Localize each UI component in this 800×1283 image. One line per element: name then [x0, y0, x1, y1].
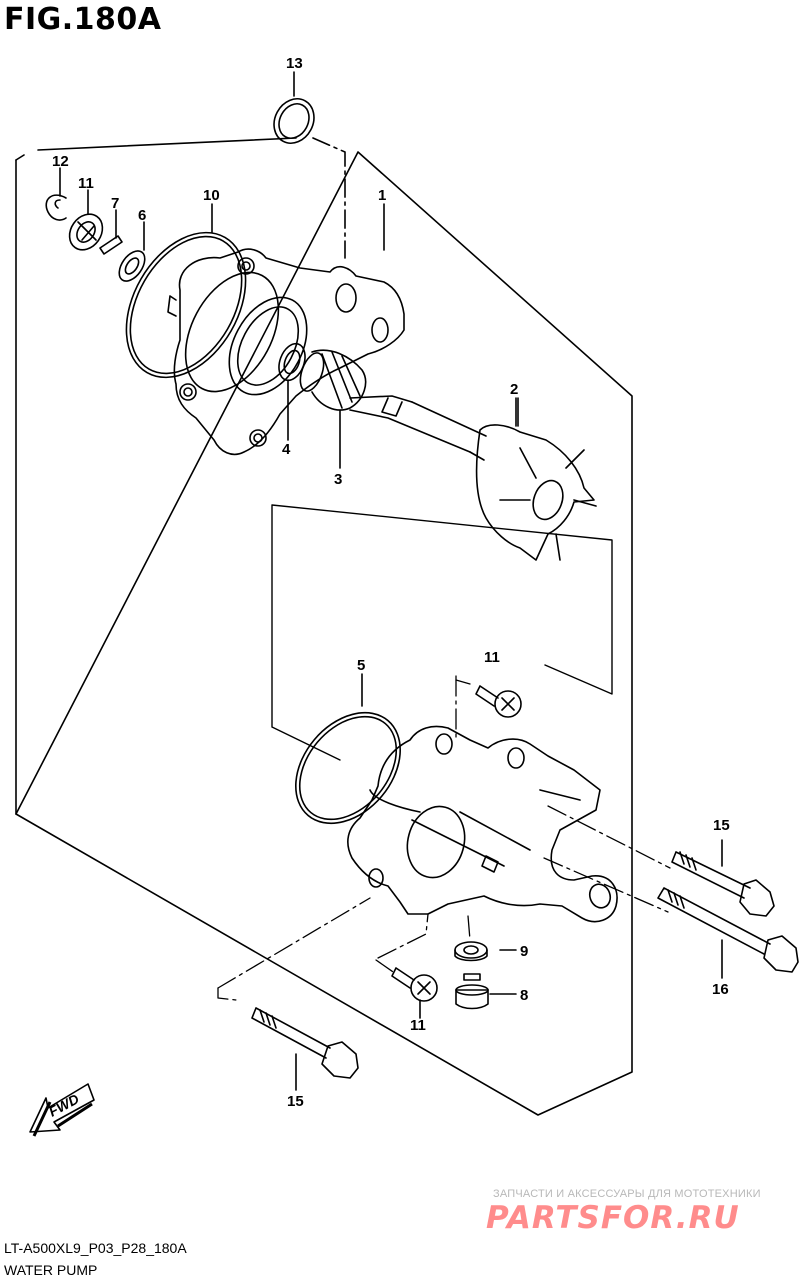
callout-15-left: 15	[287, 1093, 304, 1110]
callout-15-right: 15	[713, 817, 730, 834]
callout-16: 16	[712, 981, 729, 998]
diagram-name: WATER PUMP	[4, 1262, 98, 1278]
callout-1: 1	[378, 187, 386, 204]
bolt-11-upper	[475, 685, 522, 718]
callout-11-upper: 11	[484, 649, 500, 666]
washer-6	[118, 250, 146, 282]
watermark-logo: PARTSFOR.RU	[486, 1200, 740, 1236]
retainer-12	[68, 213, 104, 251]
callout-11-lower: 11	[410, 1017, 426, 1034]
callout-5: 5	[357, 657, 365, 674]
pump-body-1	[167, 248, 405, 456]
pin-7	[99, 235, 123, 255]
washer-9	[454, 941, 488, 962]
callout-8: 8	[520, 987, 528, 1004]
bolt-11-lower	[391, 967, 438, 1002]
callout-9: 9	[520, 943, 528, 960]
callout-3: 3	[334, 471, 342, 488]
impeller-shaft-2	[349, 395, 597, 561]
figure-title: FIG.180A	[4, 2, 162, 37]
callout-10: 10	[203, 187, 220, 204]
diagram-code: LT-A500XL9_P03_P28_180A	[4, 1240, 187, 1256]
watermark-subtitle: ЗАПЧАСТИ И АКСЕССУАРЫ ДЛЯ МОТОТЕХНИКИ	[493, 1188, 761, 1200]
callout-13: 12	[52, 153, 69, 170]
bolt-16	[657, 887, 799, 973]
gasket-10	[125, 231, 247, 379]
callout-7: 7	[111, 195, 119, 212]
bolt-15-upper	[671, 851, 775, 917]
fwd-arrow-icon: FWD	[29, 1083, 95, 1137]
pump-cover	[347, 725, 618, 923]
o-ring-5	[295, 711, 401, 825]
assembly-frame	[15, 137, 633, 1116]
callout-12: 11	[78, 175, 94, 192]
mechanical-seal-3	[299, 349, 367, 411]
bolt-15-lower	[251, 1007, 359, 1079]
callout-2: 2	[510, 381, 518, 398]
o-ring-14	[273, 98, 315, 144]
callout-14: 13	[286, 55, 303, 72]
circlip-13	[45, 194, 67, 221]
housing-subframe	[271, 504, 613, 761]
callout-4: 4	[282, 441, 291, 458]
callout-6: 6	[138, 207, 146, 224]
drain-bolt-8	[455, 973, 489, 1010]
